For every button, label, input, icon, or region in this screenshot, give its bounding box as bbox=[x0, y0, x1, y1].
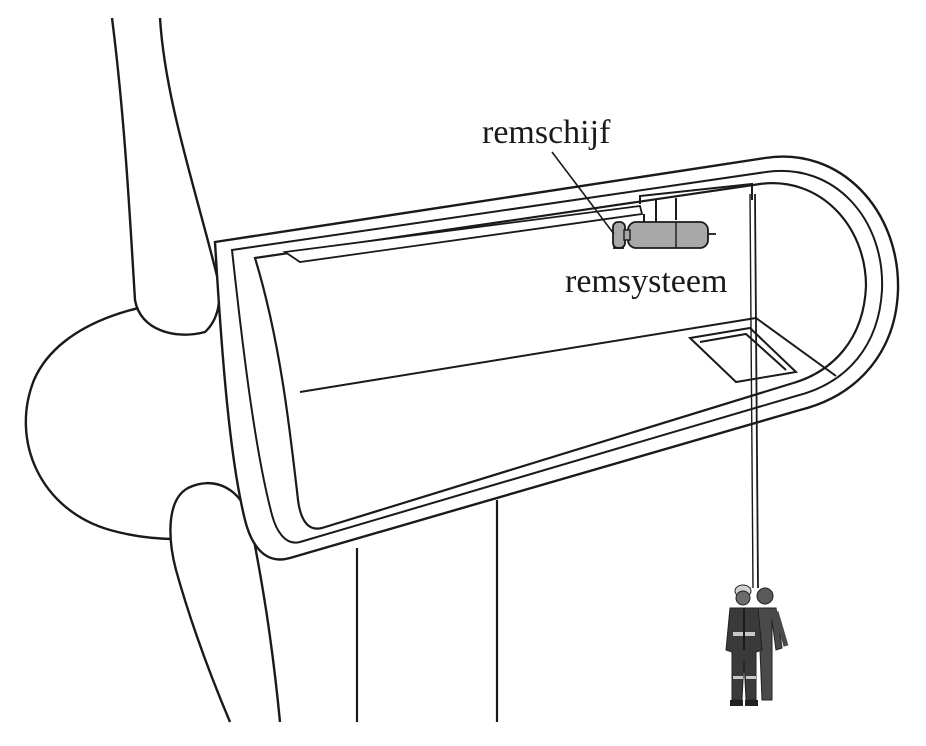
worker-front bbox=[725, 584, 763, 706]
roof-rail bbox=[282, 205, 644, 263]
brake-system bbox=[612, 198, 716, 249]
hoist bbox=[639, 182, 759, 589]
nacelle-cutaway bbox=[253, 182, 868, 530]
brake-system-label: remsysteem bbox=[565, 263, 727, 300]
lower-blade bbox=[169, 481, 282, 723]
brake-disc-leader bbox=[551, 151, 615, 235]
brake-disc-label: remschijf bbox=[482, 114, 611, 151]
upper-blade bbox=[110, 17, 221, 336]
floor-hatch bbox=[687, 326, 799, 384]
brake-disc bbox=[612, 221, 626, 249]
maintenance-workers bbox=[725, 584, 789, 706]
nacelle-floor bbox=[299, 317, 837, 393]
brake-cylinder bbox=[627, 221, 709, 249]
tower bbox=[355, 500, 499, 722]
